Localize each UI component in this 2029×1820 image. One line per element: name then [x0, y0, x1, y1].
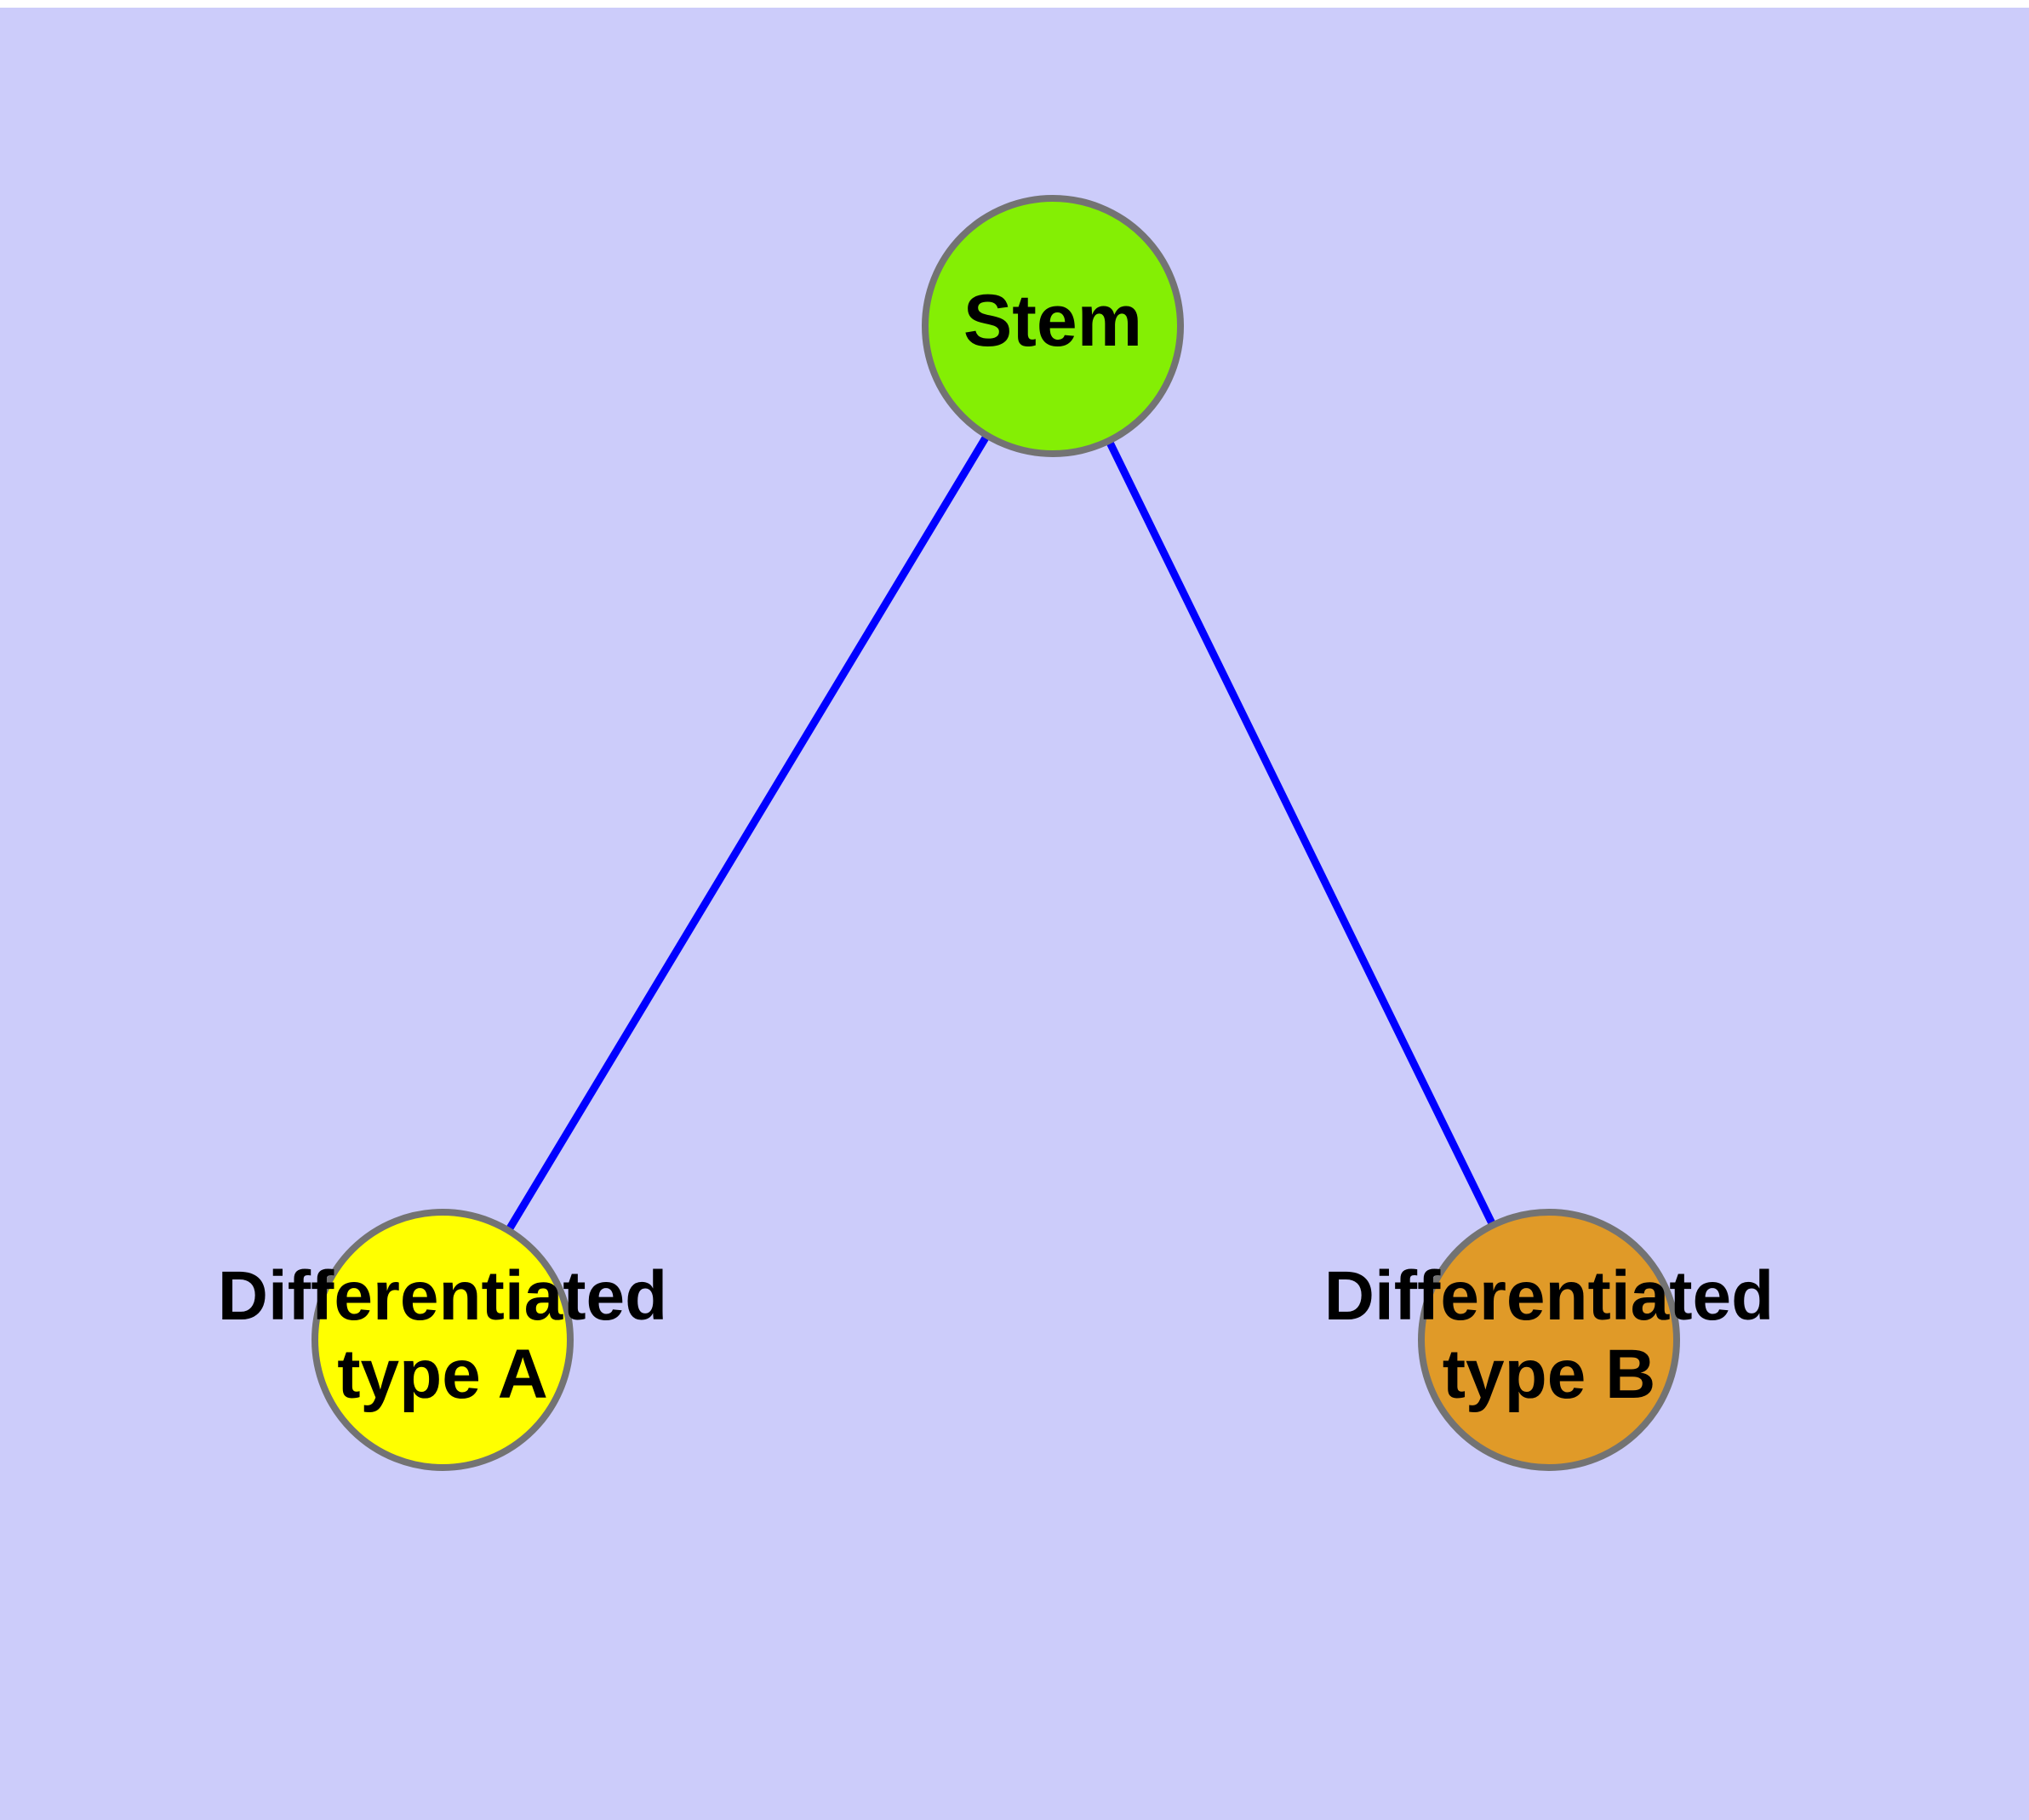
node-label: Stem: [963, 280, 1142, 362]
node-label-line: type A: [337, 1336, 548, 1413]
node-label-line: Differentiated: [218, 1257, 668, 1335]
graph-node[interactable]: Stem: [922, 195, 1184, 457]
node-label-line: type B: [1443, 1336, 1656, 1413]
node-circle[interactable]: [922, 195, 1184, 457]
node-label-line: Stem: [963, 280, 1142, 362]
graph-edge[interactable]: [506, 434, 990, 1232]
edges-layer: [506, 434, 1496, 1232]
graph-edge[interactable]: [1106, 440, 1496, 1226]
node-label-line: Differentiated: [1324, 1257, 1775, 1335]
node-circle[interactable]: [311, 1209, 574, 1471]
node-circle[interactable]: [1418, 1209, 1680, 1471]
